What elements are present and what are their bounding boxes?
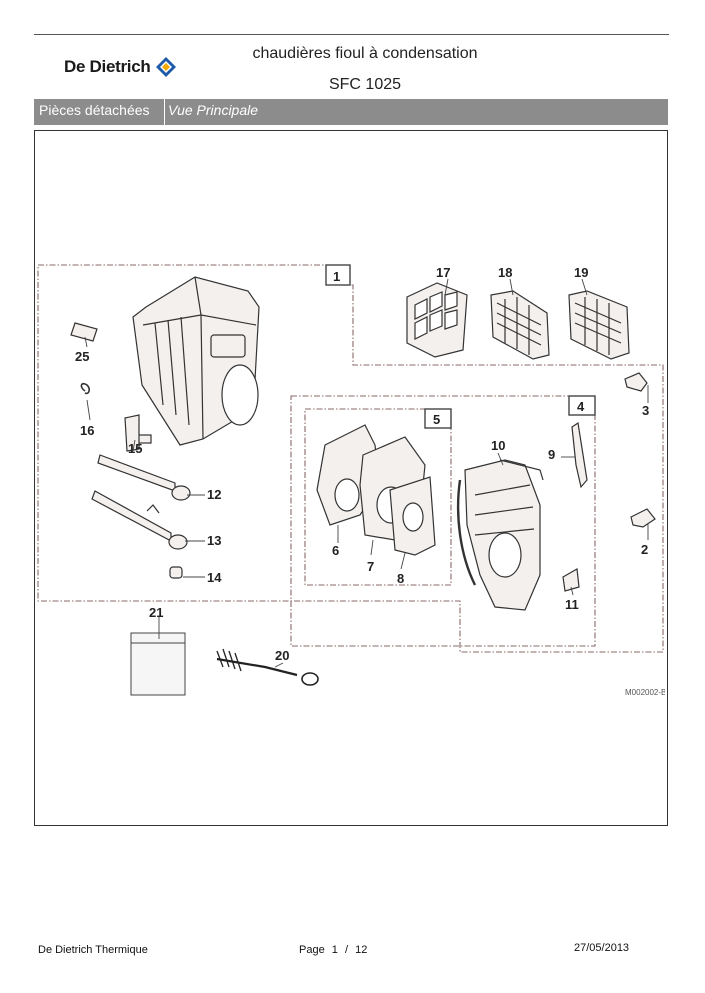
- view-label: Vue Principale: [168, 102, 259, 118]
- part-label: 8: [397, 571, 404, 586]
- diagram-frame: [34, 130, 668, 826]
- footer-company: De Dietrich Thermique: [38, 944, 148, 956]
- part-label: 6: [332, 543, 339, 558]
- page-separator: /: [344, 944, 349, 956]
- document-title: chaudières fioul à condensation: [252, 45, 478, 62]
- part-label: 16: [80, 423, 94, 438]
- part-label: 19: [574, 265, 588, 280]
- page-total: 12: [355, 944, 368, 956]
- model-name: SFC 1025: [328, 76, 402, 93]
- page-current: 1: [331, 944, 338, 956]
- part-label: 18: [498, 265, 512, 280]
- section-bar: Pièces détachées Vue Principale: [34, 99, 668, 125]
- part-label: 15: [128, 441, 142, 456]
- part-label: 4: [577, 399, 585, 414]
- part-label: 9: [548, 447, 555, 462]
- exploded-parts-diagram: 1 2 3 4 5 6 7 8 9 10 11 12 13 14 15 16 1…: [35, 255, 665, 705]
- diagram-reference: M002002-B: [625, 688, 665, 697]
- part-label: 14: [207, 570, 222, 585]
- part-label: 20: [275, 648, 289, 663]
- page-label: Page: [299, 944, 325, 956]
- section-label: Pièces détachées: [34, 99, 165, 125]
- brand-logo: De Dietrich: [64, 56, 177, 78]
- part-label: 3: [642, 403, 649, 418]
- part-label: 21: [149, 605, 163, 620]
- page-indicator: Page 1 / 12: [299, 944, 371, 956]
- part-label: 25: [75, 349, 89, 364]
- part-label: 10: [491, 438, 505, 453]
- brand-name: De Dietrich: [64, 57, 151, 76]
- part-label: 11: [565, 597, 579, 612]
- part-label: 1: [333, 269, 340, 284]
- part-label: 17: [436, 265, 450, 280]
- part-label: 7: [367, 559, 374, 574]
- header-rule: [34, 34, 669, 35]
- footer-date: 27/05/2013: [574, 942, 630, 954]
- diamond-logo-icon: [156, 57, 177, 77]
- part-label: 2: [641, 542, 648, 557]
- part-label: 5: [433, 412, 440, 427]
- part-label: 12: [207, 487, 221, 502]
- part-label: 13: [207, 533, 221, 548]
